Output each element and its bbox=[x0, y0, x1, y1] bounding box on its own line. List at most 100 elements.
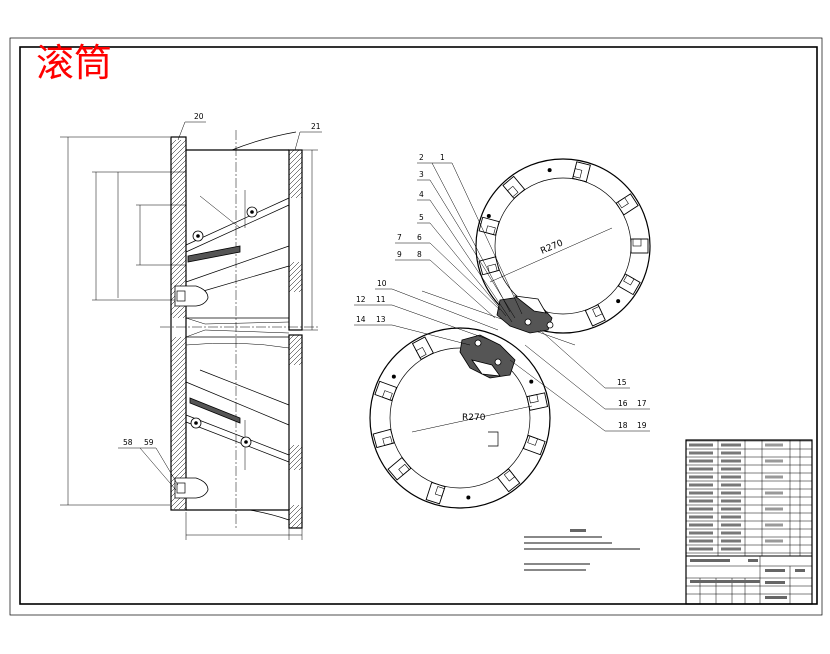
notes-line-mark bbox=[524, 569, 586, 571]
lug-bolt bbox=[176, 290, 186, 302]
title-block-text-mark bbox=[689, 539, 713, 543]
title-block-text-mark bbox=[765, 539, 783, 543]
hatch-line bbox=[288, 149, 295, 156]
hatch-line bbox=[170, 346, 187, 363]
title-block-text-mark bbox=[689, 531, 713, 535]
blade-bolt-center bbox=[250, 210, 254, 214]
top-roller-bolt-hole bbox=[616, 299, 621, 304]
hatch-line bbox=[288, 263, 303, 278]
tooth-notch bbox=[592, 306, 603, 318]
blade-section bbox=[189, 397, 241, 424]
hatch-line bbox=[288, 504, 300, 516]
blade-bottom-contour bbox=[249, 509, 290, 521]
title-block-text-mark bbox=[765, 569, 785, 572]
hatch-line bbox=[170, 214, 187, 231]
bottom-roller-tooth bbox=[387, 456, 412, 481]
bottom-roller-tooth bbox=[425, 481, 446, 505]
title-block-text-mark bbox=[721, 507, 741, 511]
part-label-16: 16 bbox=[618, 399, 628, 408]
hatch-line bbox=[170, 411, 187, 428]
blade-edge bbox=[199, 369, 290, 406]
tooth-notch bbox=[398, 463, 410, 476]
part-label-59: 59 bbox=[144, 438, 154, 447]
hatch-line bbox=[170, 229, 187, 246]
part-label-7: 7 bbox=[397, 233, 402, 242]
part-label-5: 5 bbox=[419, 213, 424, 222]
title-block-text-mark bbox=[765, 523, 783, 527]
hatch-line bbox=[298, 288, 303, 293]
hatch-line bbox=[170, 244, 187, 261]
leader-line bbox=[429, 259, 496, 319]
dimension-lines bbox=[60, 136, 318, 540]
top-roller-tooth bbox=[615, 193, 639, 216]
lower-knife-holder bbox=[459, 334, 516, 379]
part-number-labels: 2 1 3 4 5 7 6 9 8 10 12 11 14 13 15 bbox=[118, 112, 650, 491]
bottom-roller-tooth bbox=[496, 468, 521, 493]
part-label-4: 4 bbox=[419, 190, 424, 199]
hatch-line bbox=[170, 189, 187, 206]
title-block-text-mark bbox=[765, 596, 787, 599]
hatch-line bbox=[177, 309, 187, 319]
title-block-text-mark bbox=[765, 443, 783, 447]
hatch-line bbox=[172, 304, 187, 319]
leader-line bbox=[391, 288, 499, 331]
leader-line bbox=[139, 447, 177, 491]
hatch-line bbox=[170, 371, 187, 388]
technical-notes-block bbox=[524, 529, 640, 571]
hatch-line bbox=[288, 511, 303, 526]
leader-line bbox=[524, 344, 606, 410]
hatch-line bbox=[170, 239, 187, 256]
top-roller-tooth bbox=[572, 161, 591, 183]
hatch-line bbox=[178, 501, 187, 510]
hatch-line bbox=[170, 269, 187, 286]
notes-line-mark bbox=[524, 542, 612, 544]
shaft-taper-upper bbox=[185, 317, 290, 325]
hatch-line bbox=[293, 461, 303, 471]
hatch-line bbox=[288, 444, 295, 451]
leader-line bbox=[429, 222, 507, 317]
hatch-line bbox=[290, 516, 303, 529]
leader-line bbox=[539, 329, 606, 389]
top-roller-tooth bbox=[502, 175, 526, 200]
hatch-line bbox=[170, 441, 187, 458]
title-block-text-mark bbox=[765, 459, 783, 463]
title-block-text-mark bbox=[765, 507, 783, 511]
hatch-line bbox=[288, 346, 303, 361]
hatch-line bbox=[170, 406, 187, 423]
hatch-line bbox=[288, 451, 303, 466]
hatch-line bbox=[288, 456, 303, 471]
title-block-text-mark bbox=[721, 467, 741, 471]
title-block bbox=[685, 439, 813, 605]
title-block-text-mark bbox=[721, 531, 741, 535]
blade-bolt-center bbox=[194, 421, 198, 425]
leader-line bbox=[431, 162, 511, 313]
title-block-text-mark bbox=[690, 580, 760, 583]
leader-line bbox=[391, 304, 491, 341]
title-block-text-mark bbox=[689, 515, 713, 519]
bottom-roller-tooth bbox=[372, 428, 395, 449]
hatch-line bbox=[288, 504, 295, 511]
title-block-text-mark bbox=[721, 523, 741, 527]
title-block-text-mark bbox=[689, 491, 713, 495]
hatch-line bbox=[288, 171, 303, 186]
tooth-notch bbox=[503, 470, 516, 482]
notes-line-mark bbox=[524, 548, 640, 550]
part-label-14: 14 bbox=[356, 315, 366, 324]
roller-pair-end-view: R270 R270 bbox=[369, 158, 651, 509]
tooth-notch bbox=[572, 168, 583, 179]
title-block-text-mark bbox=[721, 483, 741, 487]
bottom-roller-bolt-hole bbox=[391, 374, 396, 379]
hatch-line bbox=[170, 356, 187, 373]
bottom-roller-bolt-hole bbox=[466, 495, 471, 500]
title-block-text-mark bbox=[689, 523, 713, 527]
hatch-line bbox=[183, 506, 187, 510]
tooth-notch bbox=[623, 274, 635, 286]
part-label-58: 58 bbox=[123, 438, 133, 447]
tooth-notch bbox=[617, 197, 629, 209]
hatch-line bbox=[170, 144, 187, 161]
title-block-text-mark bbox=[721, 475, 741, 479]
hatch-line bbox=[288, 506, 303, 521]
hatch-line bbox=[295, 521, 303, 529]
blade-section bbox=[187, 245, 241, 263]
top-roller-tooth bbox=[478, 256, 500, 276]
